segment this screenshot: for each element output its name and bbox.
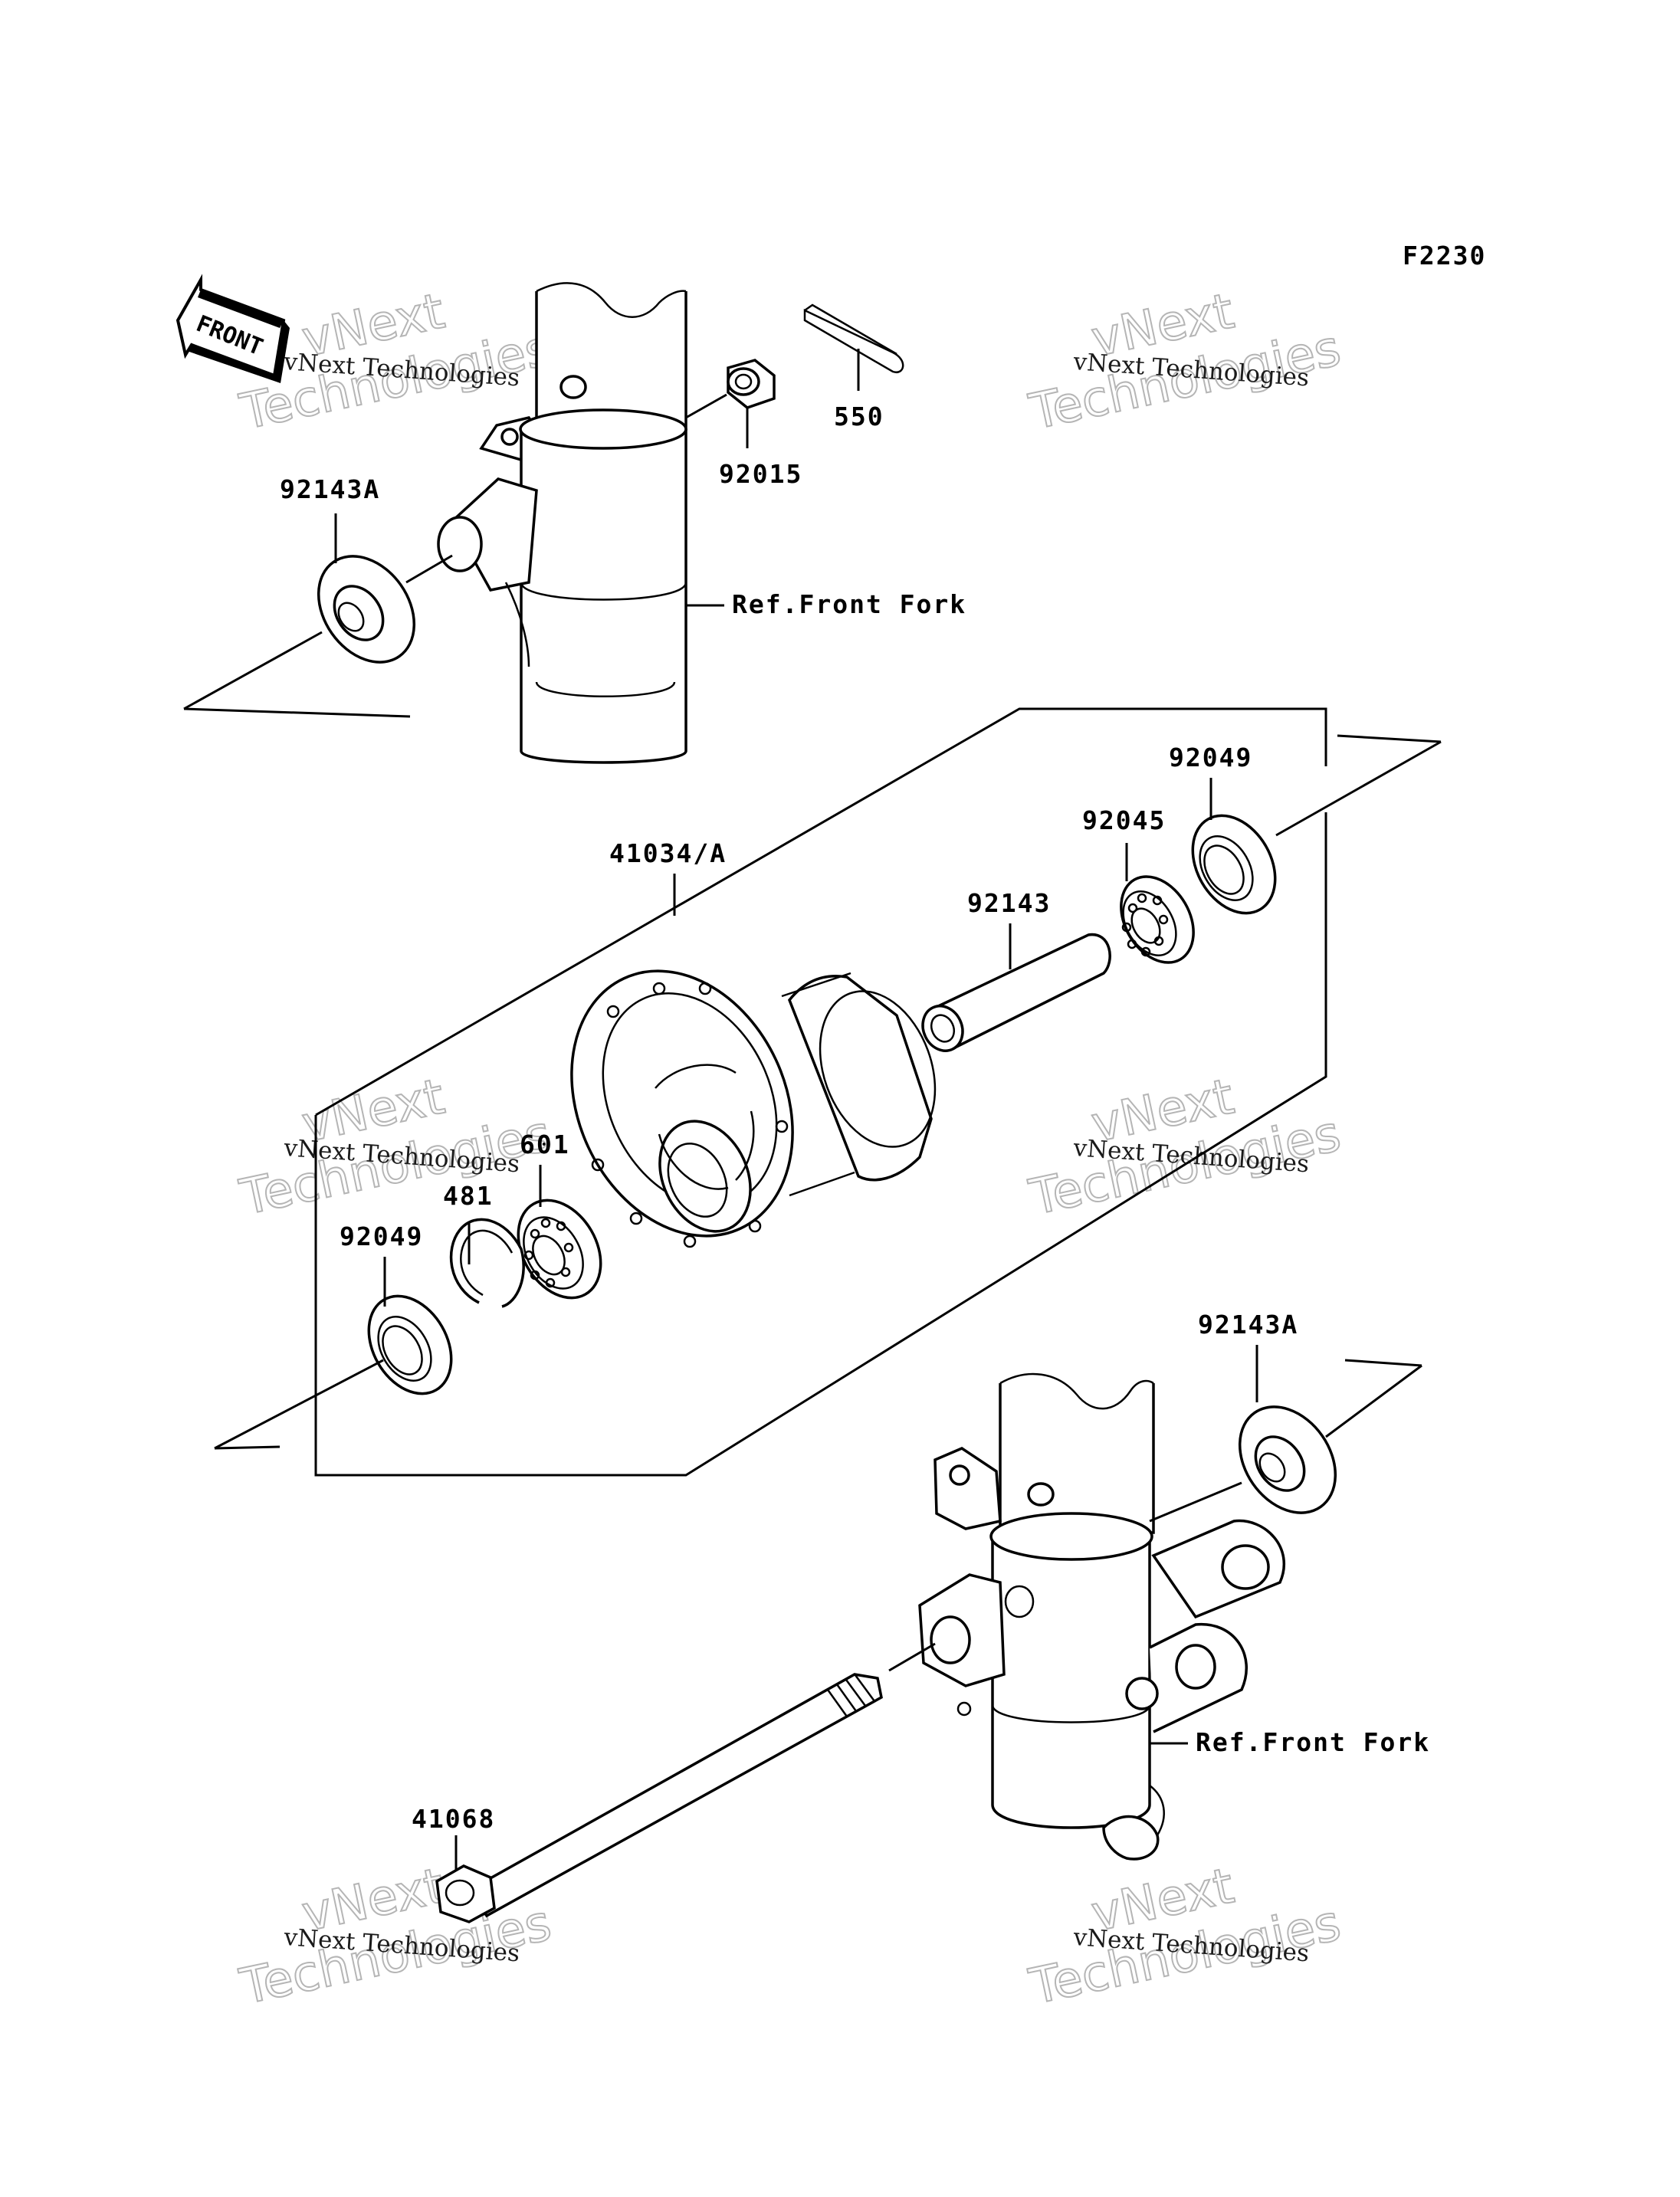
axle-41068-icon: [435, 1673, 883, 1923]
front-fork-right: [918, 1372, 1285, 1861]
label-601: 601: [520, 1130, 570, 1159]
seal-92049-right-icon: [1191, 814, 1277, 915]
figure-code: F2230: [1403, 241, 1486, 271]
watermark-middle-left: vNext Technologies vNext Technologies: [235, 1067, 557, 1227]
label-92049-right: 92049: [1169, 743, 1252, 772]
label-481: 481: [443, 1181, 494, 1211]
label-92143a-bottom: 92143A: [1198, 1310, 1298, 1340]
label-92045: 92045: [1082, 805, 1166, 835]
label-41068: 41068: [412, 1804, 495, 1834]
label-92143: 92143: [967, 888, 1051, 918]
bearing-601-icon: [517, 1199, 602, 1300]
label-92015: 92015: [719, 459, 802, 489]
cotter-pin-550-icon: [803, 303, 904, 374]
watermark-middle-right: vNext Technologies vNext Technologies: [1024, 1067, 1347, 1227]
label-92143a-top: 92143A: [280, 474, 380, 504]
label-41034a: 41034/A: [609, 838, 727, 868]
hub-assembly-bracket: [314, 707, 1327, 1477]
front-hub-41034-icon: [570, 969, 937, 1248]
front-arrow-icon: FRONT: [176, 274, 290, 383]
label-92049-left: 92049: [340, 1221, 423, 1251]
collar-92143a-bottom-icon: [1238, 1405, 1337, 1514]
front-fork-left: [437, 282, 687, 764]
watermark-bottom-right: vNext Technologies vNext Technologies: [1024, 1857, 1347, 2016]
watermark-top-right: vNext Technologies vNext Technologies: [1024, 282, 1347, 441]
seal-92049-left-icon: [367, 1294, 453, 1395]
label-550: 550: [834, 402, 884, 431]
nut-92015-icon: [727, 359, 776, 409]
bearing-92045-icon: [1120, 875, 1195, 964]
collar-92143a-top-icon: [317, 555, 416, 664]
spacer-92143-icon: [921, 933, 1111, 1052]
ref-front-fork-bottom: Ref.Front Fork: [1196, 1727, 1430, 1757]
circlip-481-icon: [449, 1218, 525, 1308]
ref-front-fork-top: Ref.Front Fork: [732, 589, 966, 619]
